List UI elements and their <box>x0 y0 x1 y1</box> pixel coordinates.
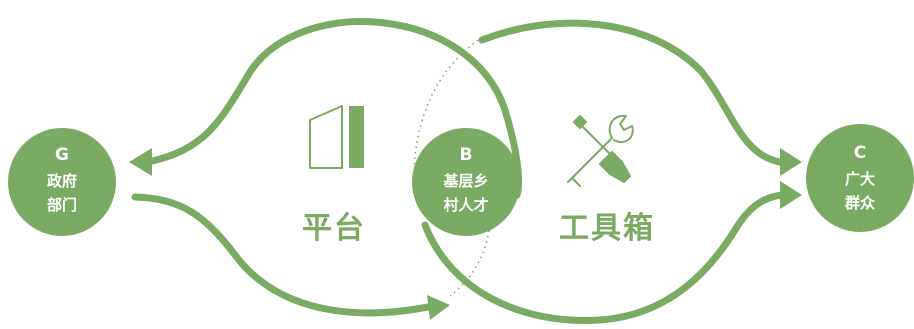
node-government-letter: G <box>55 145 69 165</box>
dotted-arc-bottom <box>449 224 491 297</box>
left-bottom-arc <box>131 193 432 317</box>
left-bottom-arrowhead <box>427 295 450 320</box>
panel-icon <box>309 105 364 169</box>
left-top-arrowhead <box>129 148 152 176</box>
left-loop-arc <box>144 18 523 199</box>
node-grassroots-line1: 基层乡 <box>442 172 488 190</box>
node-public-line2: 群众 <box>845 194 875 212</box>
node-grassroots-line2: 村人才 <box>443 196 488 214</box>
node-government-line1: 政府 <box>47 172 77 190</box>
node-public-letter: C <box>854 143 866 163</box>
node-grassroots-letter: B <box>460 145 473 165</box>
node-government-line2: 部门 <box>47 196 77 214</box>
node-public-line1: 广大 <box>845 170 875 188</box>
label-toolbox: 工具箱 <box>559 211 655 246</box>
node-public: C 广大 群众 <box>806 124 914 232</box>
node-grassroots: B 基层乡 村人才 <box>412 128 520 236</box>
right-bottom-arrowhead <box>780 181 802 209</box>
right-loop-bottom-arc <box>421 191 786 324</box>
label-platform: 平台 <box>302 211 366 246</box>
right-loop-top-arc <box>478 19 784 166</box>
wrench-screwdriver-icon <box>567 114 634 187</box>
right-top-arrowhead <box>780 148 802 176</box>
node-government: G 政府 部门 <box>8 128 116 236</box>
